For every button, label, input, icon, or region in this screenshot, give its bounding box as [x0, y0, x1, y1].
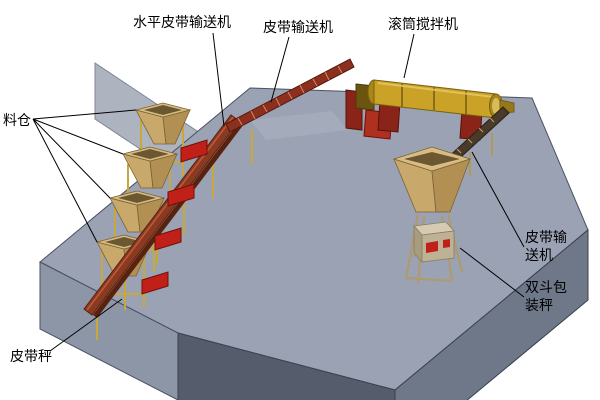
conveyor-legs	[96, 150, 214, 340]
feeder-4	[141, 271, 169, 295]
incline-conveyor	[225, 58, 355, 164]
silo-hopper-2	[121, 146, 179, 189]
labels: 水平皮带输送机 皮带输送机 滚筒搅拌机 料仓 皮带输 送机 双斗包 装秤 皮带秤	[3, 14, 567, 364]
drum-rings	[401, 84, 467, 114]
hopper-opening	[131, 149, 169, 159]
silo-hopper-1	[134, 102, 192, 145]
drum-highlight	[377, 82, 495, 98]
feeder-1	[180, 139, 208, 163]
packing-scale-group	[392, 146, 472, 285]
discharge-conveyor-legs	[469, 133, 493, 176]
hopper-opening	[118, 193, 156, 203]
platform-front-right-face	[394, 228, 589, 400]
conveyor-belt-highlight	[86, 116, 234, 311]
scale-red-part-1	[426, 241, 438, 253]
hopper-opening	[144, 105, 182, 115]
label-silo: 料仓	[3, 112, 31, 128]
label-belt-conveyor-upper: 皮带输送机	[263, 19, 333, 35]
packing-hopper-opening	[404, 152, 460, 166]
label-horizontal-belt-conveyor: 水平皮带输送机	[133, 14, 231, 30]
silo-hopper-3	[108, 190, 166, 233]
belt-feeders	[141, 139, 208, 295]
conveyor-under-frame	[93, 121, 244, 318]
belt-scale-conveyor	[83, 114, 244, 340]
truss-pattern	[237, 65, 343, 126]
label-packing-scale-line2: 装秤	[525, 297, 553, 313]
label-belt-scale: 皮带秤	[10, 348, 52, 364]
platform-front-left-face	[177, 332, 396, 400]
label-belt-conveyor-right-line2: 送机	[525, 247, 553, 263]
label-leader-lines	[32, 32, 525, 352]
drum-end-ring	[492, 98, 500, 114]
label-packing-scale-line1: 双斗包	[525, 279, 567, 295]
platform-step-face	[39, 261, 179, 400]
label-drum-mixer: 滚筒搅拌机	[388, 16, 458, 32]
equipment-pad	[250, 111, 348, 140]
feeder-3	[154, 227, 182, 251]
feeder-2	[167, 183, 195, 207]
label-belt-conveyor-right-line1: 皮带输	[525, 229, 567, 245]
scale-red-part-2	[443, 239, 450, 248]
discharge-conveyor-cleats	[456, 117, 495, 154]
